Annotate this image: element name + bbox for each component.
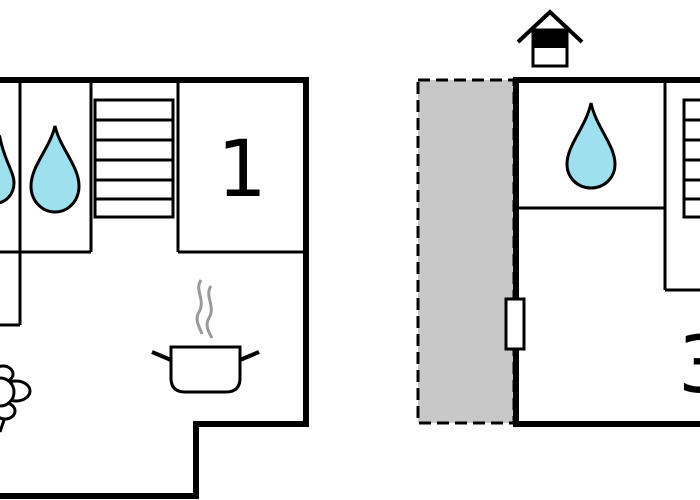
stairs-icon [682, 98, 700, 219]
right-unit-outer-wall [513, 77, 700, 427]
right-unit: 3 [416, 9, 700, 427]
cooking-pot-icon [151, 279, 260, 394]
terrace-area [416, 78, 516, 425]
water-drop-icon [565, 102, 617, 190]
water-drop-icon [0, 134, 16, 205]
door-icon [504, 297, 526, 351]
left-unit-outer-wall [0, 77, 309, 499]
room-number-1: 1 [217, 125, 267, 215]
water-drop-icon [29, 125, 81, 214]
room-number-3: 3 [678, 321, 700, 411]
house-entrance-icon [516, 9, 584, 68]
stairs-icon [93, 98, 175, 219]
left-unit: 1 [0, 77, 309, 499]
table-chairs-icon [0, 364, 32, 433]
